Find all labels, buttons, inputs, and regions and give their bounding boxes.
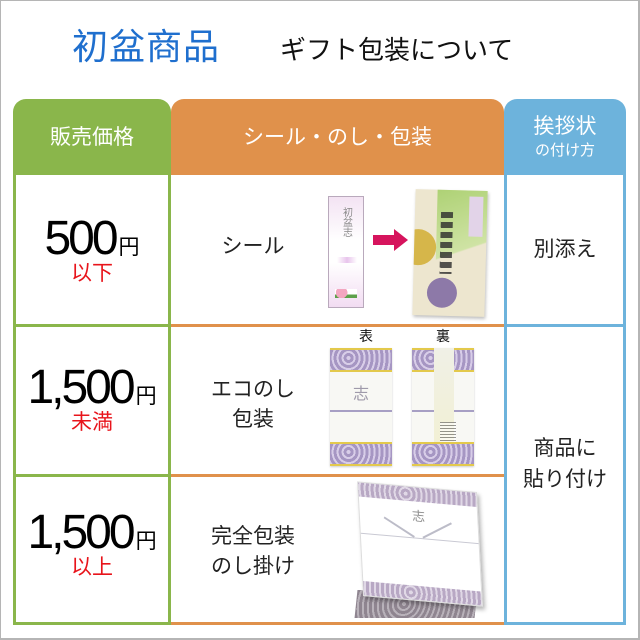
seal-cloud-decoration [337,257,357,263]
envelope-ribbon [330,410,392,412]
gift-box-image: 志 [357,481,483,607]
eco-noshi-back-image [412,348,474,466]
wrapping-line: のし掛け [211,554,295,578]
greeting-line: 商品に [533,436,597,460]
header-greeting: 挨拶状 の付け方 [504,99,626,175]
seal-text: 初盆志 [329,207,363,241]
row-divider [13,324,171,327]
row-divider [13,474,171,477]
greeting-text-rows-2-3: 商品に 貼り付け [507,433,623,495]
eco-noshi-front-image: 志 [330,348,392,466]
package-seal-applied [468,196,484,237]
row-divider [171,324,504,327]
front-label: 表 [359,329,373,345]
price-condition: 未満 [71,410,113,434]
seal-image: 初盆志 [328,196,364,308]
seal-flower-decoration [335,289,357,298]
page-subtitle: ギフト包装について [280,36,514,66]
page-title: 初盆商品 [72,27,221,68]
tea-package-image [412,189,488,317]
wrapping-text-row-3: 完全包装 のし掛け [185,521,321,581]
header-price-label: 販売価格 [50,125,134,149]
table-bottom-border [171,622,504,625]
price-unit: 円 [135,384,157,408]
wrapping-line: エコのし [211,377,295,401]
header-greeting-label: 挨拶状 [533,114,597,138]
greeting-line: 別添え [533,237,597,261]
greeting-text-row-1: 別添え [507,234,623,265]
header-wrapping: シール・のし・包装 [171,99,504,175]
wrapping-line: シール [221,234,285,258]
box-ribbon-line [360,532,479,545]
greeting-line: 貼り付け [523,467,607,491]
envelope-band [330,442,392,466]
arrow-head-icon [394,229,408,251]
greeting-column-border [504,175,626,625]
arrow-right-icon [373,235,395,245]
row-divider [171,474,504,477]
price-column-border [13,175,171,625]
wrapping-line: 完全包装 [211,524,295,548]
envelope-band [412,442,474,466]
noshi-mark: 志 [352,384,369,403]
price-unit: 円 [135,529,157,553]
back-label: 裏 [436,329,450,345]
price-number: 500 [44,212,118,265]
wrapping-text-row-2: エコのし 包装 [185,374,321,434]
price-condition: 以下 [71,261,113,285]
header-greeting-sublabel: の付け方 [534,141,595,159]
wrapping-line: 包装 [232,407,274,431]
package-gold-circle [412,228,437,266]
envelope-band [330,348,392,372]
price-condition: 以上 [71,555,113,579]
header-price: 販売価格 [13,99,171,175]
price-number: 1,500 [27,506,135,559]
row-divider [504,324,626,327]
price-unit: 円 [118,235,140,259]
package-calligraphy [439,211,454,275]
price-number: 1,500 [27,361,135,414]
seal-caption: 初盆志 [340,207,352,237]
header-wrapping-label: シール・のし・包装 [243,125,432,149]
wrapping-text-row-1: シール [185,231,321,261]
